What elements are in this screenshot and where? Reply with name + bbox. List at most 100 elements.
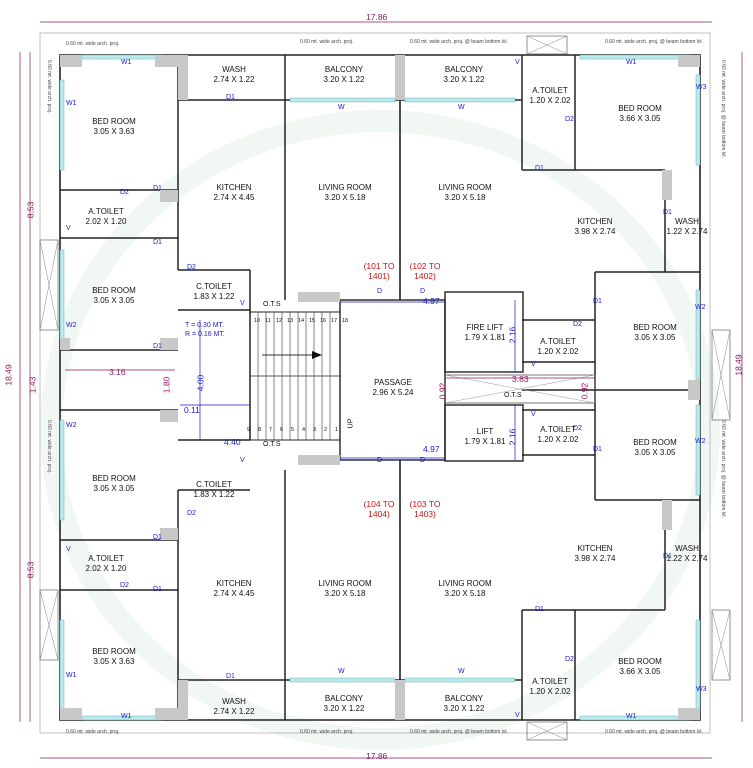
vent-mark: V <box>66 225 71 232</box>
left-upper-dim: 8.53 <box>25 201 36 219</box>
stair-run-dim: 4.00 <box>195 374 206 392</box>
window-mark: W2 <box>695 304 706 311</box>
window-mark: W2 <box>66 422 77 429</box>
proj-note-tr: 0.60 mt. wide arch. proj. @ beam bottom … <box>605 39 703 45</box>
vent-mark: V <box>531 361 536 368</box>
vent-mark: V <box>240 300 245 307</box>
bottom-width-dim: 17.86 <box>366 751 388 761</box>
proj-note-tc2: 0.60 mt. wide arch. proj. @ beam bottom … <box>410 39 508 45</box>
door-mark: D1 <box>593 298 602 305</box>
stair-step-label: 17 <box>331 318 338 324</box>
proj-note-tl: 0.60 mt. wide arch. proj. <box>66 41 120 47</box>
window-mark: W3 <box>696 686 707 693</box>
ots-w-dim: 3.83 <box>512 374 529 384</box>
vent-mark: V <box>515 712 520 719</box>
door-mark: D1 <box>153 534 162 541</box>
door-mark: D1 <box>153 185 162 192</box>
lobby-width-lower-dim: 4.97 <box>423 444 440 454</box>
window-mark: W1 <box>626 713 637 720</box>
door-mark: D2 <box>565 116 574 123</box>
vent-mark: V <box>515 59 520 66</box>
door-mark: D1 <box>593 446 602 453</box>
stair-step-label: 15 <box>309 318 316 324</box>
stair-step-label: 2 <box>324 427 328 433</box>
window-mark: W <box>338 668 345 675</box>
door-mark: D2 <box>565 656 574 663</box>
window-mark: W2 <box>695 438 706 445</box>
stair-width-dim: 4.40 <box>224 437 241 447</box>
ots-h-right-dim: 0.92 <box>579 382 590 400</box>
window-mark: W1 <box>121 59 132 66</box>
window-mark: W1 <box>121 713 132 720</box>
stair-step-label: 13 <box>287 318 294 324</box>
left-height-dim: 18.49 <box>3 364 14 386</box>
proj-note-br: 0.60 mt. wide arch. proj. @ beam bottom … <box>605 729 703 735</box>
door-mark: D1 <box>226 94 235 101</box>
ots-label-top: O.T.S <box>263 301 281 308</box>
tread-note: T = 0.30 MT. <box>185 322 224 329</box>
door-mark: D1 <box>535 165 544 172</box>
stair-step-label: 5 <box>291 427 295 433</box>
window-mark: W2 <box>66 322 77 329</box>
vent-mark: V <box>240 457 245 464</box>
stair-step-label: 3 <box>313 427 317 433</box>
stair-step-label: 16 <box>320 318 327 324</box>
ots-label-bottom: O.T.S <box>263 441 281 448</box>
stair-step-label: 14 <box>298 318 305 324</box>
proj-note-lv1: 0.60 mt. wide arch. proj. <box>46 60 52 114</box>
proj-note-bc1: 0.60 mt. wide arch. proj. <box>300 729 354 735</box>
door-mark: D <box>377 288 383 295</box>
window-mark: W <box>458 668 465 675</box>
stair-step-label: 18 <box>342 318 349 324</box>
stair-step-label: 8 <box>258 427 262 433</box>
proj-note-lv2: 0.60 mt. wide arch. proj. <box>46 420 52 474</box>
door-mark: D1 <box>663 553 672 560</box>
proj-note-rv1: 0.60 mt. wide arch. proj. @ beam bottom … <box>720 60 726 158</box>
lobby-width-dim: 4.97 <box>423 296 440 306</box>
door-mark: D2 <box>187 264 196 271</box>
right-height-dim: 18.49 <box>733 354 744 376</box>
stair-step-label: 12 <box>276 318 283 324</box>
stair-step-label: 10 <box>254 318 261 324</box>
door-mark: D2 <box>187 510 196 517</box>
door-mark: D2 <box>573 321 582 328</box>
door-mark: D1 <box>153 586 162 593</box>
top-width-dim: 17.86 <box>366 12 388 22</box>
ots-label-mid: O.T.S <box>504 392 522 399</box>
left-lower-dim: 8.53 <box>25 561 36 579</box>
left-mid-dim: 1.43 <box>27 376 38 394</box>
door-mark: D1 <box>535 606 544 613</box>
stair-step-label: 7 <box>269 427 273 433</box>
stair-step-label: 6 <box>280 427 284 433</box>
